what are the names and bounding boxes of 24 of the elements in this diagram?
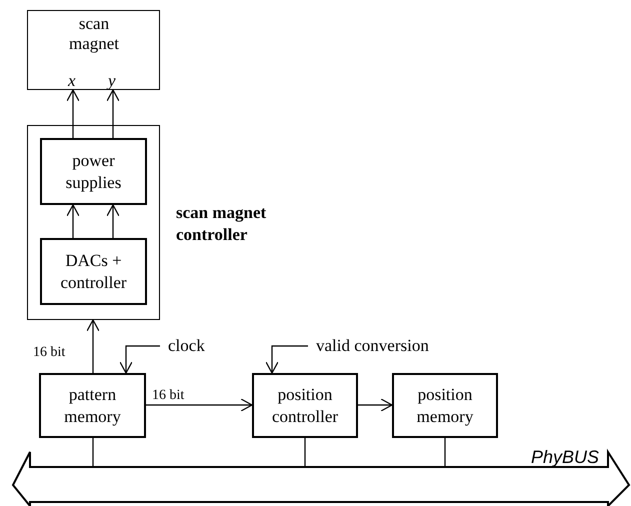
arrow — [66, 204, 80, 238]
node-label: scan magnet — [68, 14, 120, 54]
arrow — [66, 89, 80, 138]
axis-label: x — [68, 71, 76, 91]
bus-label: PhyBUS — [530, 446, 599, 469]
connector-line — [92, 438, 94, 467]
arrow — [86, 319, 100, 373]
connector-line — [444, 438, 446, 467]
arrow — [106, 204, 120, 238]
arrow — [358, 398, 393, 412]
process-box: position memory — [392, 373, 498, 438]
arrow — [119, 345, 160, 374]
signal-label: clock — [160, 336, 205, 356]
process-box — [27, 10, 160, 90]
process-box: DACs + controller — [40, 238, 147, 305]
process-box: pattern memory — [39, 373, 146, 438]
arrow — [265, 345, 308, 374]
process-box: position controller — [252, 373, 358, 438]
group-heading: scan magnet controller — [176, 202, 268, 246]
connector-line — [304, 438, 306, 467]
arrow — [146, 398, 253, 412]
signal-label: valid conversion — [308, 336, 429, 356]
process-box: power supplies — [40, 138, 147, 205]
arrow — [106, 89, 120, 138]
